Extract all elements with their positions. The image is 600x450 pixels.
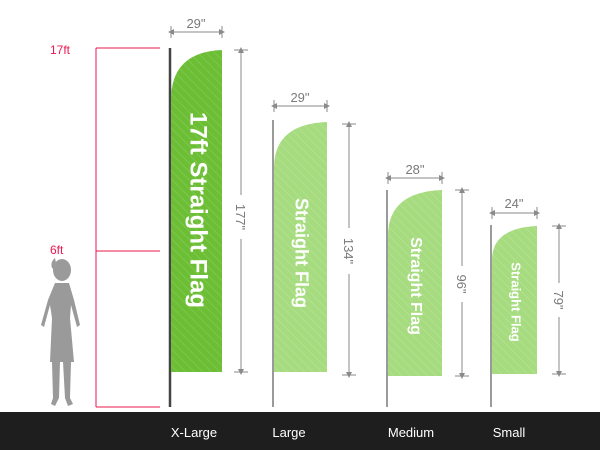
- flag-medium: Straight Flag 28" 96": [385, 162, 469, 407]
- height-label-small: 79": [551, 290, 566, 309]
- height-label-xlarge: 177": [233, 204, 248, 231]
- flag-text-medium: Straight Flag: [407, 237, 424, 335]
- height-scale: 17ft 6ft: [50, 43, 160, 408]
- flag-large: Straight Flag 29" 134": [271, 90, 356, 407]
- width-label-xlarge: 29": [186, 16, 205, 31]
- height-label-large: 134": [341, 238, 356, 265]
- person-silhouette: [41, 258, 80, 406]
- footer-background: [0, 412, 600, 450]
- flag-xlarge: 17ft Straight Flag 29" 177": [168, 16, 248, 407]
- footer-bar: X-Large Large Medium Small: [0, 412, 600, 450]
- flag-text-large: Straight Flag: [291, 198, 311, 308]
- scale-label-6ft: 6ft: [50, 243, 64, 257]
- scale-label-17ft: 17ft: [50, 43, 71, 57]
- flag-text-xlarge: 17ft Straight Flag: [185, 112, 212, 308]
- flag-text-small: Straight Flag: [509, 262, 524, 342]
- size-label-small: Small: [493, 425, 526, 440]
- width-label-small: 24": [504, 196, 523, 211]
- width-label-medium: 28": [405, 162, 424, 177]
- size-label-large: Large: [272, 425, 305, 440]
- width-label-large: 29": [290, 90, 309, 105]
- height-label-medium: 96": [454, 274, 469, 293]
- size-label-xlarge: X-Large: [171, 425, 217, 440]
- flag-small: Straight Flag 24" 79": [489, 196, 566, 407]
- size-label-medium: Medium: [388, 425, 434, 440]
